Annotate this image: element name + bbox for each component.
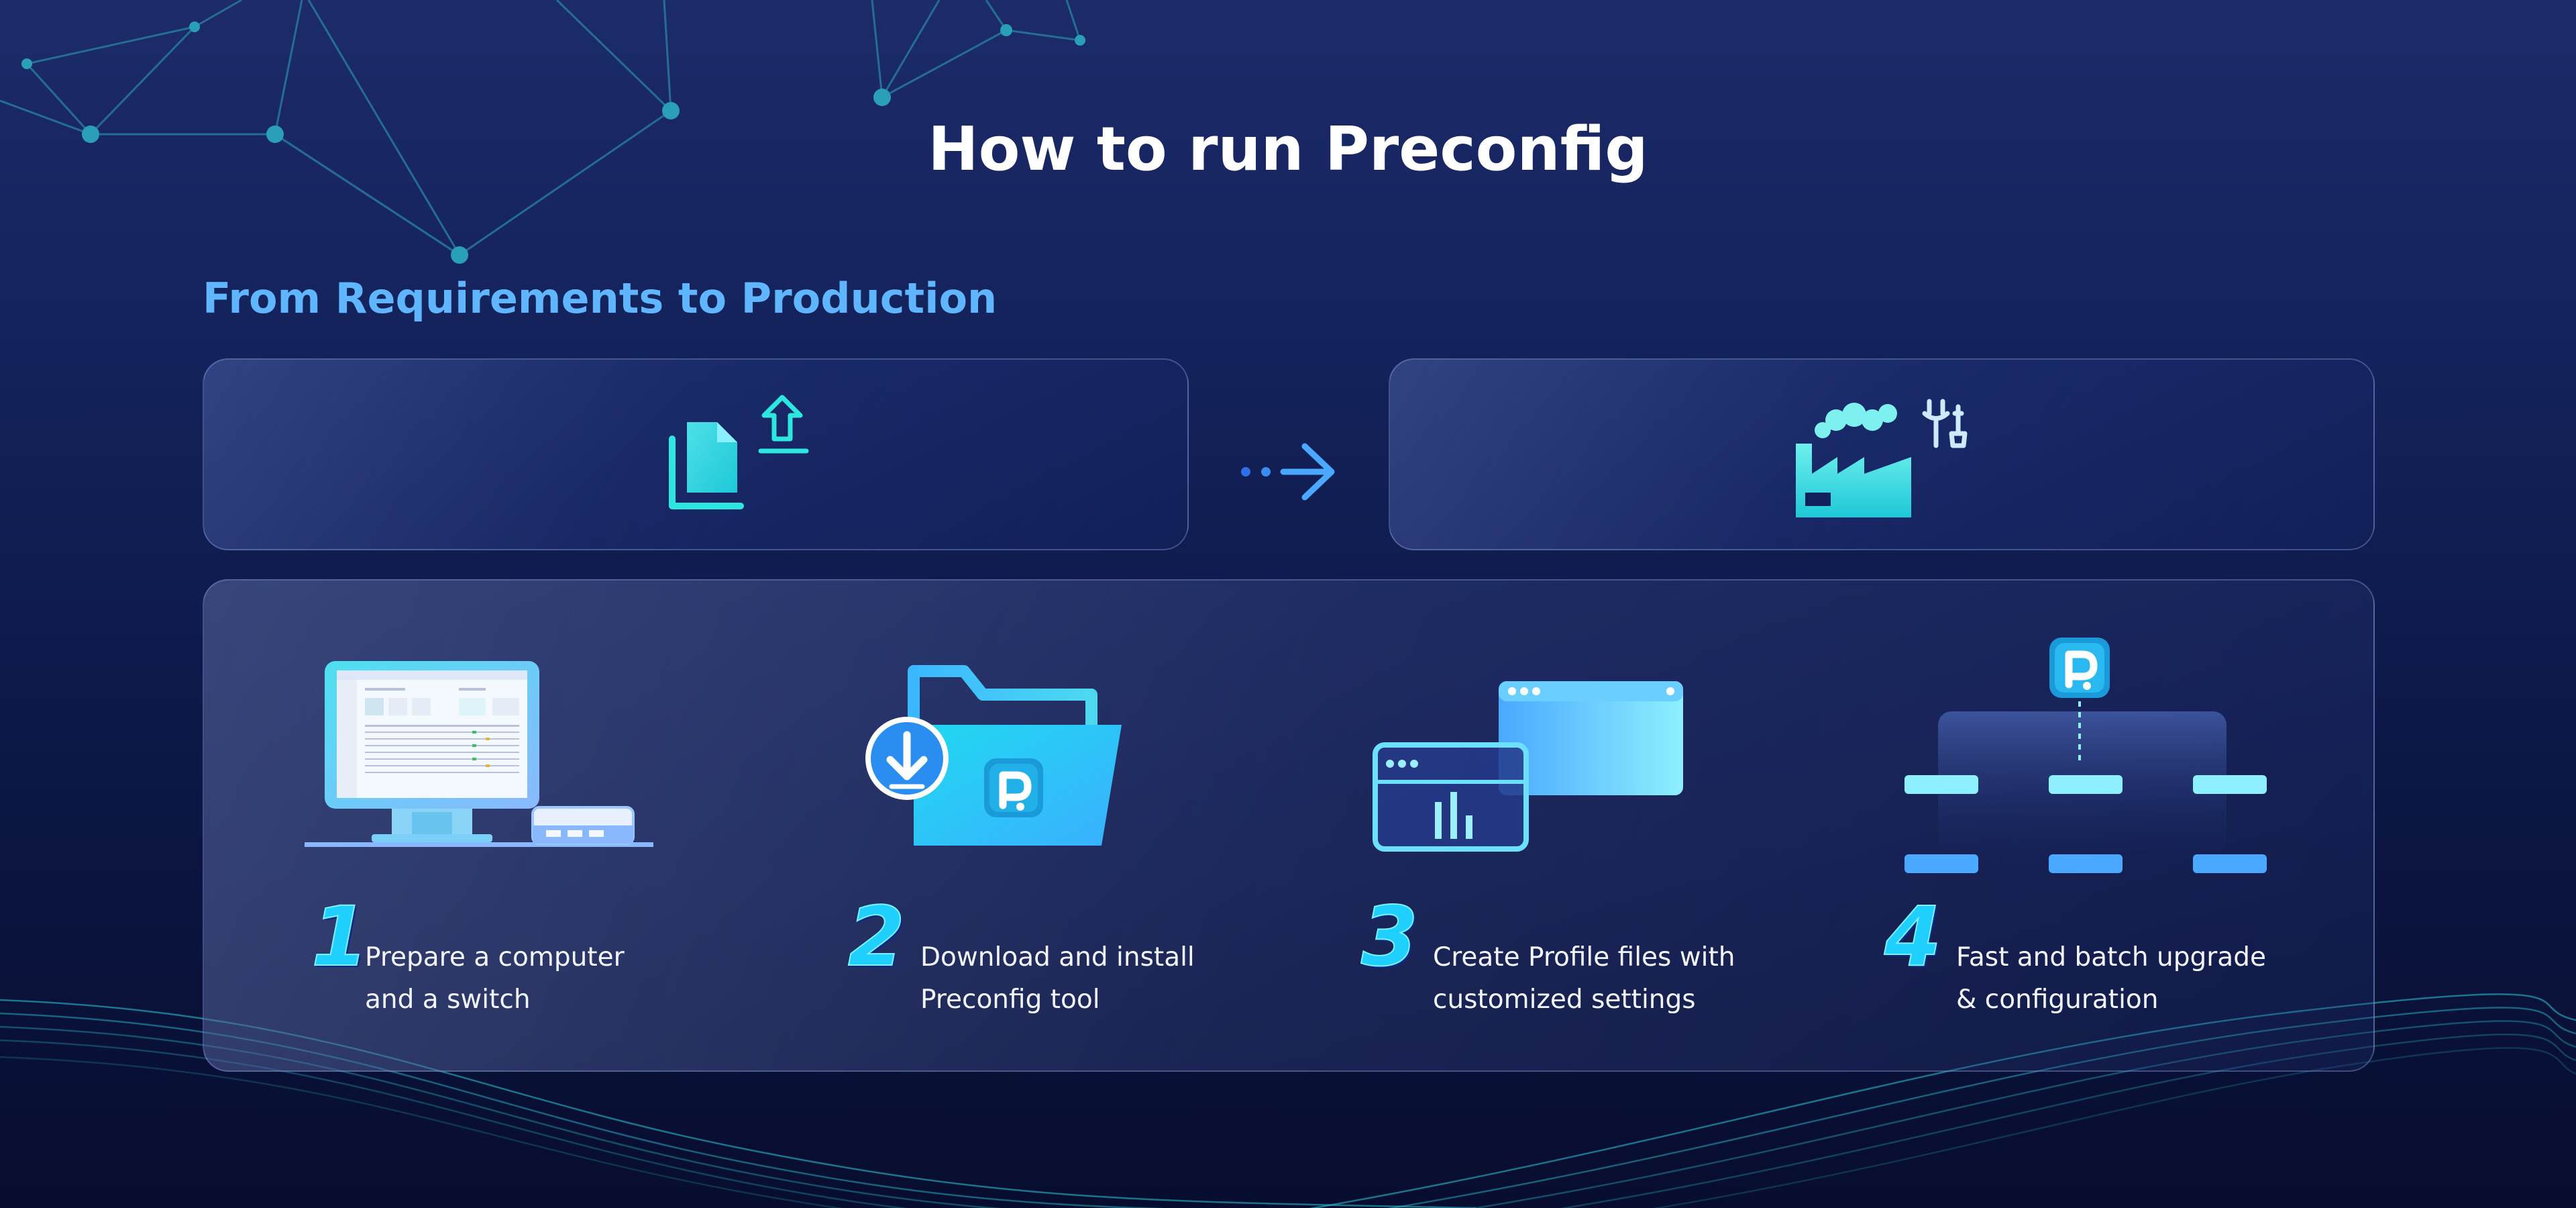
profile-windows-icon <box>1371 681 1686 856</box>
requirements-panel <box>203 358 1189 550</box>
step-2-line-2: Preconfig tool <box>920 985 1100 1015</box>
step-1-line-1: Prepare a computer <box>365 942 625 972</box>
dotted-arrow-right-icon <box>1238 435 1338 509</box>
factory-tools-icon <box>1790 393 1978 527</box>
step-number-4: 4 <box>1884 889 1942 985</box>
step-number-2: 2 <box>847 889 906 985</box>
step-1-line-2: and a switch <box>365 985 531 1015</box>
step-text-2: Download and install Preconfig tool <box>920 936 1195 1021</box>
step-4-line-2: & configuration <box>1956 985 2159 1015</box>
computer-switch-icon <box>305 661 660 856</box>
step-text-4: Fast and batch upgrade & configuration <box>1956 936 2266 1021</box>
step-3-line-1: Create Profile files with <box>1433 942 1735 972</box>
batch-routers-icon <box>1884 638 2280 886</box>
step-4-line-1: Fast and batch upgrade <box>1956 942 2266 972</box>
step-2-line-1: Download and install <box>920 942 1195 972</box>
step-number-1: 1 <box>311 889 369 985</box>
step-text-3: Create Profile files with customized set… <box>1433 936 1735 1021</box>
background-network-pattern <box>0 0 1085 264</box>
step-text-1: Prepare a computer and a switch <box>365 936 625 1021</box>
step-number-3: 3 <box>1360 889 1419 985</box>
page-title: How to run Preconfig <box>928 114 1648 185</box>
step-3-line-2: customized settings <box>1433 985 1696 1015</box>
production-panel <box>1389 358 2375 550</box>
steps-panel: 1 Prepare a computer and a switch 2 Down… <box>203 579 2375 1072</box>
folder-download-icon <box>863 664 1138 852</box>
document-upload-icon <box>667 392 814 519</box>
section-title: From Requirements to Production <box>203 274 998 323</box>
